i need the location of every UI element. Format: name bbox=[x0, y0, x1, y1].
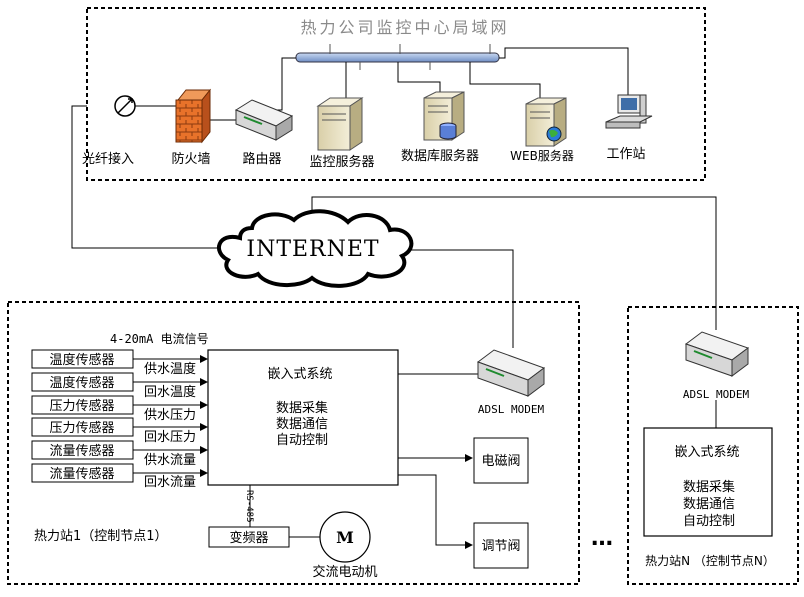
database-server-icon bbox=[423, 91, 465, 141]
motor-symbol bbox=[319, 511, 371, 563]
fiber-label: 光纤接入 bbox=[82, 151, 134, 167]
web-server-label: WEB服务器 bbox=[510, 148, 574, 163]
fiber-internet-link bbox=[71, 105, 218, 249]
vfd-label: 变频器 bbox=[229, 530, 268, 546]
monitor-server-icon bbox=[316, 97, 364, 151]
sensor-label: 温度传感器 bbox=[49, 352, 114, 368]
motor-label: 交流电动机 bbox=[312, 564, 377, 580]
embedded-function: 自动控制 bbox=[276, 433, 328, 448]
bus-web-link bbox=[469, 62, 541, 98]
signal-label: 供水温度 bbox=[144, 361, 196, 377]
lan-bus bbox=[295, 52, 500, 63]
stationN-embedded-box bbox=[643, 427, 773, 537]
internet-label: INTERNET bbox=[246, 237, 379, 262]
stationN-modem-icon bbox=[684, 331, 750, 377]
firewall-label: 防火墙 bbox=[171, 151, 210, 167]
sensor-label: 压力传感器 bbox=[49, 398, 114, 414]
signal-type-label: 4-20mA 电流信号 bbox=[110, 332, 209, 346]
database-server-label: 数据库服务器 bbox=[401, 148, 479, 164]
signal-arrows bbox=[133, 355, 208, 477]
stationN-name: 热力站N （控制节点N） bbox=[645, 554, 775, 568]
solenoid-valve-box bbox=[473, 437, 529, 484]
ellipsis: … bbox=[591, 526, 613, 551]
fiber-icon bbox=[114, 95, 136, 117]
web-server-icon bbox=[525, 97, 567, 147]
lan-title: 热力公司监控中心局域网 bbox=[300, 18, 509, 37]
signal-label: 回水流量 bbox=[144, 475, 196, 490]
router-label: 路由器 bbox=[242, 151, 281, 167]
sensor-label: 压力传感器 bbox=[49, 420, 114, 436]
signal-label: 回水压力 bbox=[144, 430, 196, 445]
sensor-label: 流量传感器 bbox=[49, 466, 114, 482]
embedded-function: 数据通信 bbox=[276, 417, 328, 432]
internet-station1-link bbox=[405, 249, 514, 348]
signal-label: 回水温度 bbox=[144, 384, 196, 400]
bus-taps-top bbox=[329, 44, 491, 54]
stationN-boundary bbox=[627, 306, 799, 585]
regulating-valve-box bbox=[473, 522, 529, 569]
station1-boundary bbox=[7, 301, 580, 585]
bus-workstation-link bbox=[499, 47, 629, 95]
regulating-valve-label: 调节阀 bbox=[481, 539, 520, 554]
embedded-system-title: 嵌入式系统 bbox=[267, 367, 332, 382]
lan-group: 热力公司监控中心局域网 光纤接入 防火墙 bbox=[82, 7, 706, 181]
internet-cloud: INTERNET bbox=[216, 209, 414, 288]
internet-stationN-link bbox=[311, 196, 717, 330]
valve2-arrow bbox=[398, 474, 473, 549]
stationN-embedded-title: 嵌入式系统 bbox=[674, 445, 739, 460]
bus-router-link bbox=[270, 57, 296, 111]
motor-letter: M bbox=[336, 528, 354, 547]
workstation-icon bbox=[605, 94, 653, 129]
embedded-system-box bbox=[207, 349, 399, 486]
signal-label: 供水流量 bbox=[144, 453, 196, 468]
bus-db-link bbox=[397, 62, 441, 92]
station1-modem-icon bbox=[476, 349, 546, 397]
workstation-label: 工作站 bbox=[606, 147, 645, 162]
station1-modem-label: ADSL MODEM bbox=[478, 403, 545, 416]
stationN-embedded-function: 数据采集 bbox=[683, 479, 735, 495]
solenoid-valve-label: 电磁阀 bbox=[481, 454, 520, 469]
embedded-function: 数据采集 bbox=[276, 400, 328, 416]
bus-taps-bottom bbox=[359, 62, 431, 70]
sensor-list: 温度传感器 温度传感器 压力传感器 压力传感器 流量传感器 流量传感器 bbox=[31, 349, 134, 483]
stationN-embedded-function: 数据通信 bbox=[683, 497, 735, 512]
stationN-modem-label: ADSL MODEM bbox=[683, 388, 750, 401]
sensor-label: 温度传感器 bbox=[49, 375, 114, 391]
monitor-server-label: 监控服务器 bbox=[309, 154, 374, 170]
sensor-label: 流量传感器 bbox=[49, 443, 114, 459]
rs485-label: RS-485 bbox=[244, 490, 254, 523]
stationN-embedded-function: 自动控制 bbox=[683, 514, 735, 529]
firewall-icon bbox=[175, 88, 212, 144]
lan-boundary bbox=[86, 7, 706, 181]
signal-label: 供水压力 bbox=[144, 408, 196, 423]
station1-group: 4-20mA 电流信号 温度传感器 温度传感器 压力传感器 压力传感器 流量传感… bbox=[7, 301, 580, 585]
station1-name: 热力站1（控制节点1） bbox=[34, 529, 168, 544]
stationN-group: ADSL MODEM 嵌入式系统 数据采集 数据通信 自动控制 热力站N （控制… bbox=[627, 306, 799, 585]
router-icon bbox=[234, 99, 294, 141]
